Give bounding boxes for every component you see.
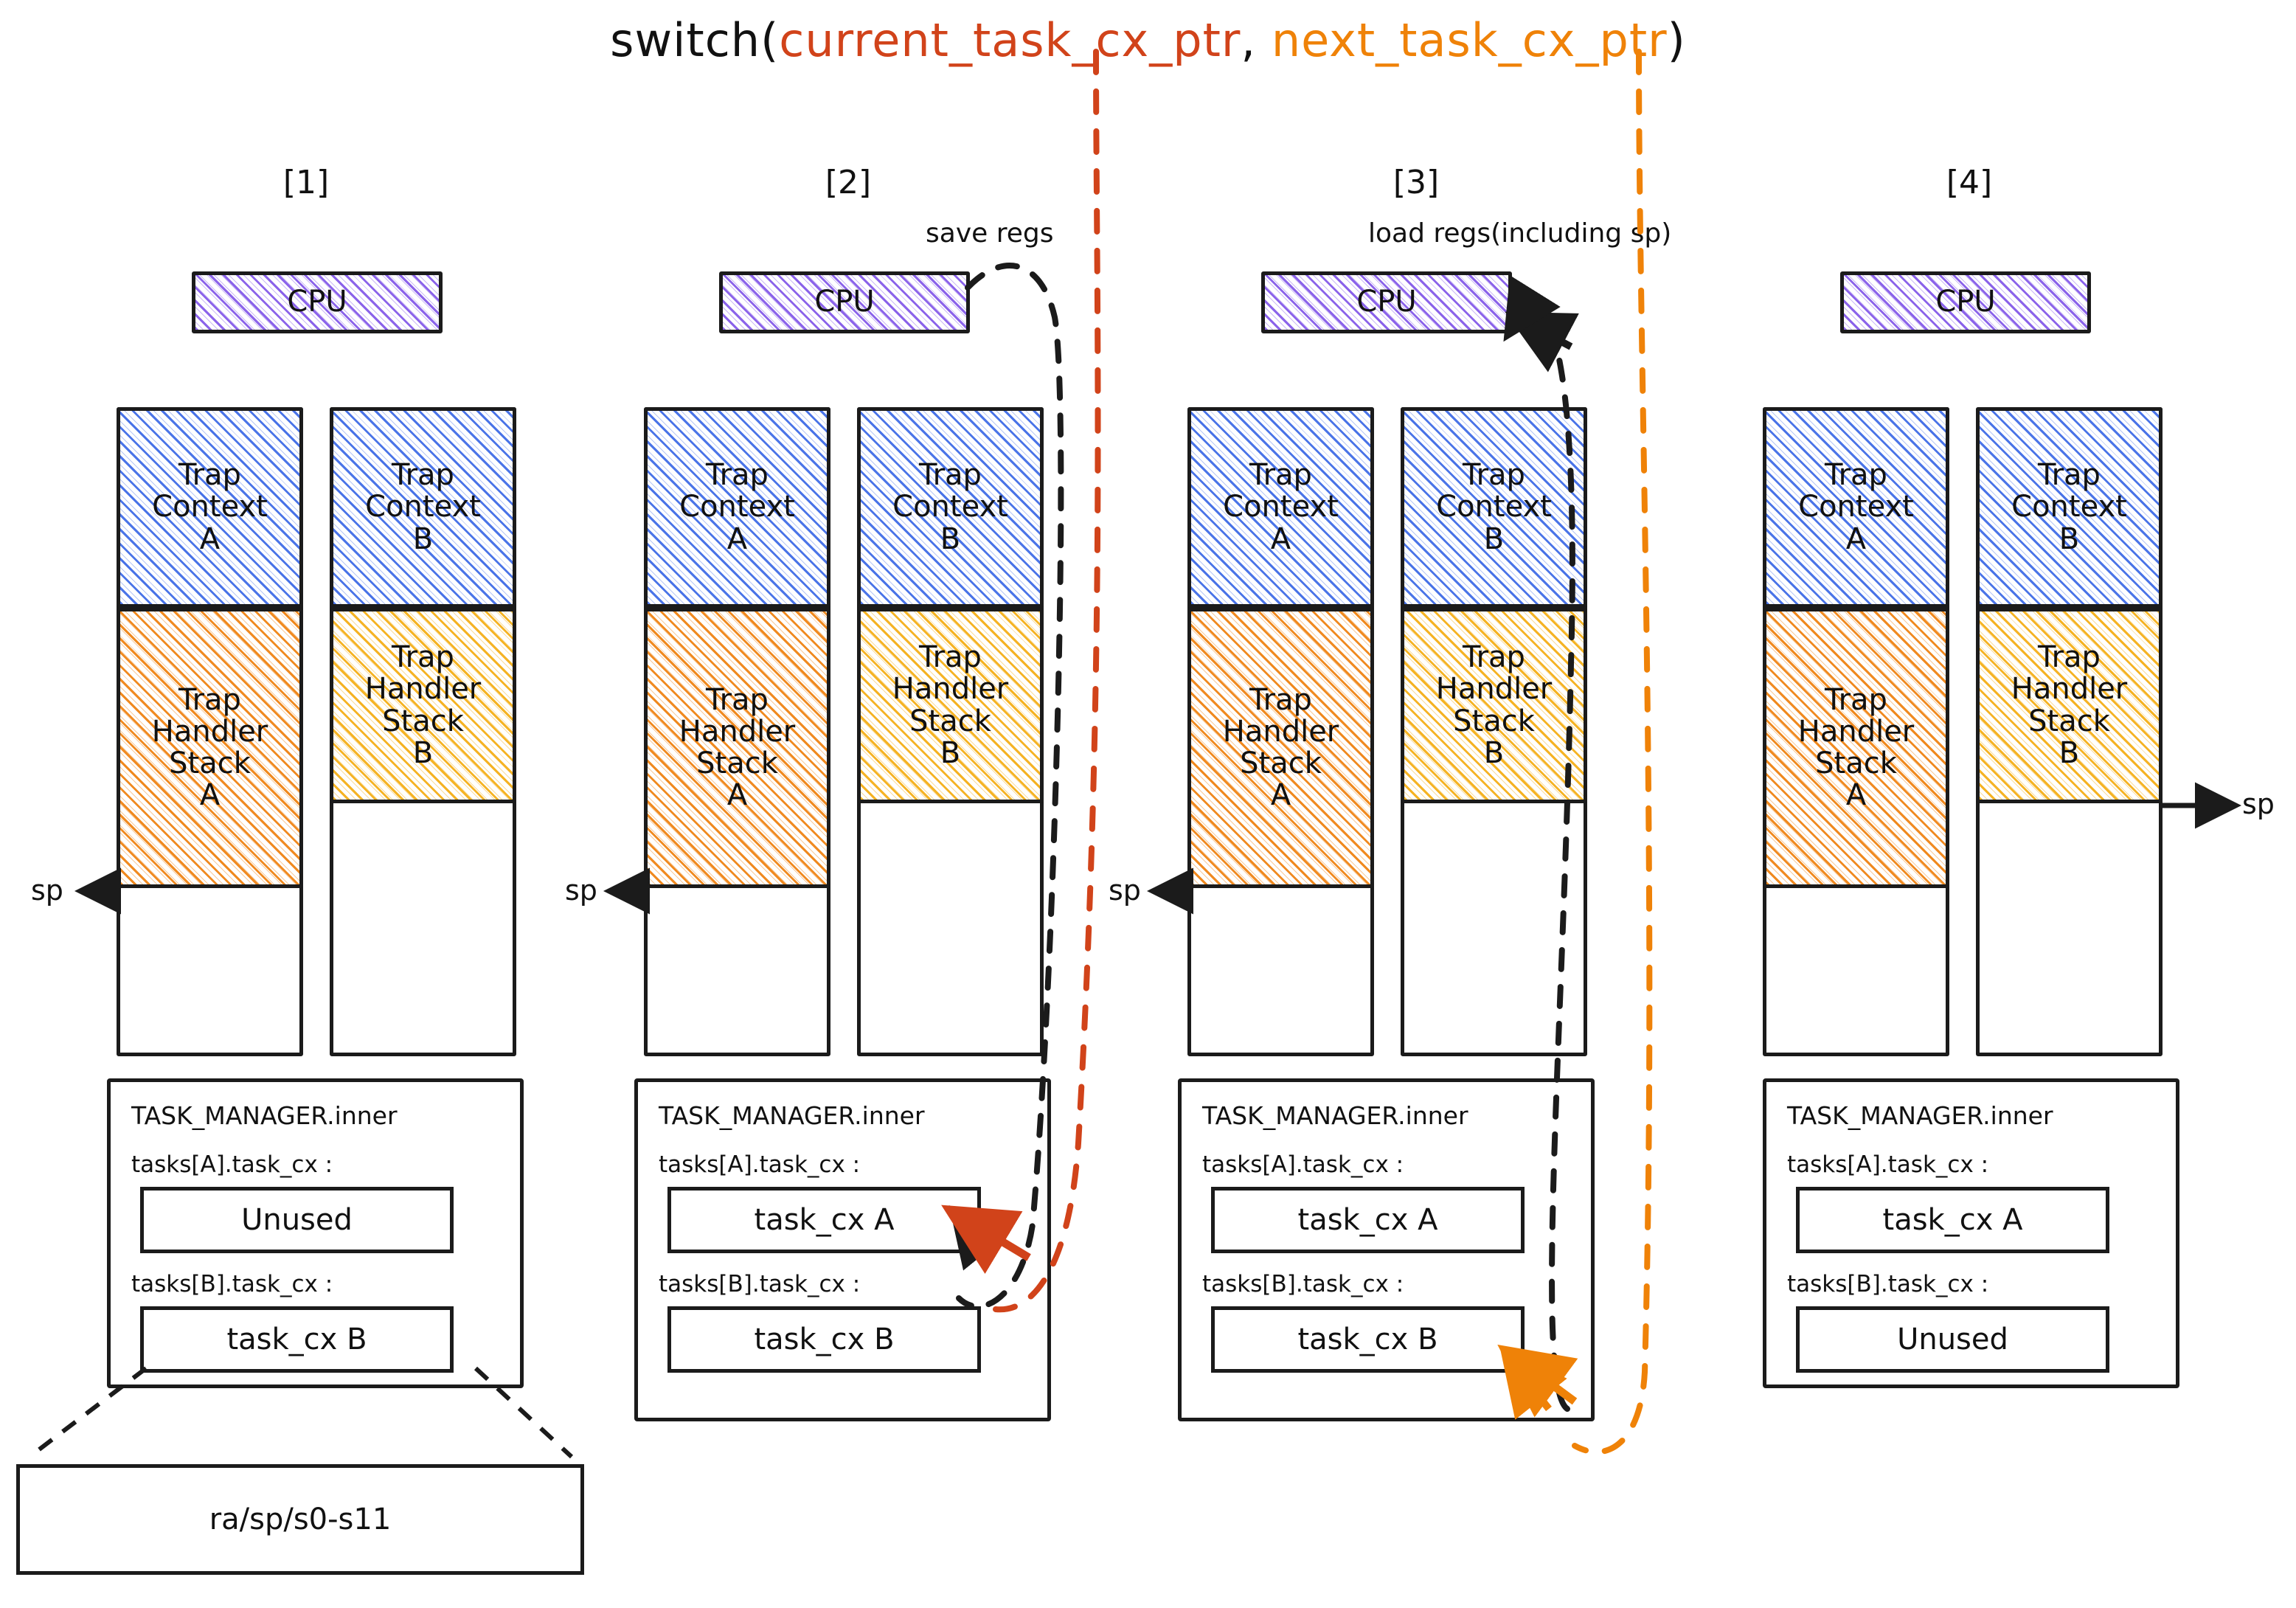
task-cx-slot-a-value-2: task_cx A — [754, 1203, 895, 1237]
diagram-title: switch(current_task_cx_ptr, next_task_cx… — [0, 13, 2296, 67]
title-arg-current: current_task_cx_ptr — [779, 13, 1241, 67]
title-arg-next: next_task_cx_ptr — [1271, 13, 1668, 67]
tasks-a-label-2: tasks[A].task_cx : — [659, 1151, 861, 1178]
task-cx-slot-a-2[interactable]: task_cx A — [667, 1187, 981, 1253]
task-manager-title-1: TASK_MANAGER.inner — [131, 1101, 398, 1130]
step-header-1: [1] — [282, 164, 330, 201]
cpu-label-3: CPU — [1356, 285, 1417, 319]
cpu-label-2: CPU — [814, 285, 875, 319]
task-cx-slot-b-value-1: task_cx B — [226, 1323, 367, 1356]
title-suffix: ) — [1667, 13, 1686, 67]
task-manager-panel-2: TASK_MANAGER.inner tasks[A].task_cx : ta… — [634, 1078, 1051, 1421]
task-cx-slot-a-3[interactable]: task_cx A — [1211, 1187, 1525, 1253]
task-manager-title-2: TASK_MANAGER.inner — [659, 1101, 925, 1130]
task-cx-slot-b-1[interactable]: task_cx B — [140, 1306, 454, 1373]
task-cx-callout-box: ra/sp/s0-s11 — [16, 1464, 584, 1575]
sp-label-1: sp — [31, 874, 63, 907]
task-cx-slot-a-value-4: task_cx A — [1882, 1203, 2023, 1237]
task-manager-title-4: TASK_MANAGER.inner — [1787, 1101, 2053, 1130]
task-cx-callout-value: ra/sp/s0-s11 — [209, 1503, 392, 1536]
cpu-box-3: CPU — [1261, 271, 1512, 333]
cpu-label-4: CPU — [1935, 285, 1996, 319]
cpu-box-2: CPU — [719, 271, 970, 333]
step-header-3: [3] — [1392, 164, 1440, 201]
task-cx-slot-a-1[interactable]: Unused — [140, 1187, 454, 1253]
cpu-box-4: CPU — [1840, 271, 2091, 333]
tasks-b-label-4: tasks[B].task_cx : — [1787, 1271, 1989, 1297]
tasks-a-label-1: tasks[A].task_cx : — [131, 1151, 333, 1178]
save-regs-annotation: save regs — [926, 218, 1054, 249]
sp-label-3: sp — [1109, 874, 1141, 907]
task-cx-slot-b-value-2: task_cx B — [754, 1323, 895, 1356]
cpu-label-1: CPU — [287, 285, 347, 319]
title-comma: , — [1241, 13, 1272, 67]
task-cx-slot-b-4[interactable]: Unused — [1796, 1306, 2109, 1373]
tasks-a-label-3: tasks[A].task_cx : — [1202, 1151, 1404, 1178]
tasks-a-label-4: tasks[A].task_cx : — [1787, 1151, 1989, 1178]
sp-label-4: sp — [2242, 788, 2275, 820]
task-cx-slot-a-4[interactable]: task_cx A — [1796, 1187, 2109, 1253]
title-prefix: switch( — [610, 13, 780, 67]
task-cx-slot-b-value-4: Unused — [1897, 1323, 2008, 1356]
tasks-b-label-3: tasks[B].task_cx : — [1202, 1271, 1404, 1297]
tasks-b-label-1: tasks[B].task_cx : — [131, 1271, 333, 1297]
task-cx-slot-b-3[interactable]: task_cx B — [1211, 1306, 1525, 1373]
task-manager-title-3: TASK_MANAGER.inner — [1202, 1101, 1468, 1130]
task-cx-slot-b-value-3: task_cx B — [1297, 1323, 1438, 1356]
sp-label-2: sp — [565, 874, 597, 907]
task-cx-slot-b-2[interactable]: task_cx B — [667, 1306, 981, 1373]
task-cx-slot-a-value-3: task_cx A — [1297, 1203, 1438, 1237]
load-regs-annotation: load regs(including sp) — [1368, 218, 1672, 249]
cpu-box-1: CPU — [192, 271, 443, 333]
load-regs-arrow-black — [1505, 311, 1579, 372]
task-manager-panel-4: TASK_MANAGER.inner tasks[A].task_cx : ta… — [1763, 1078, 2179, 1388]
step-header-4: [4] — [1946, 164, 1993, 201]
step-header-2: [2] — [825, 164, 872, 201]
tasks-b-label-2: tasks[B].task_cx : — [659, 1271, 861, 1297]
task-cx-slot-a-value-1: Unused — [241, 1203, 353, 1237]
task-manager-panel-3: TASK_MANAGER.inner tasks[A].task_cx : ta… — [1178, 1078, 1595, 1421]
task-manager-panel-1: TASK_MANAGER.inner tasks[A].task_cx : Un… — [107, 1078, 524, 1388]
load-regs-arrow-black-2 — [1503, 275, 1561, 342]
